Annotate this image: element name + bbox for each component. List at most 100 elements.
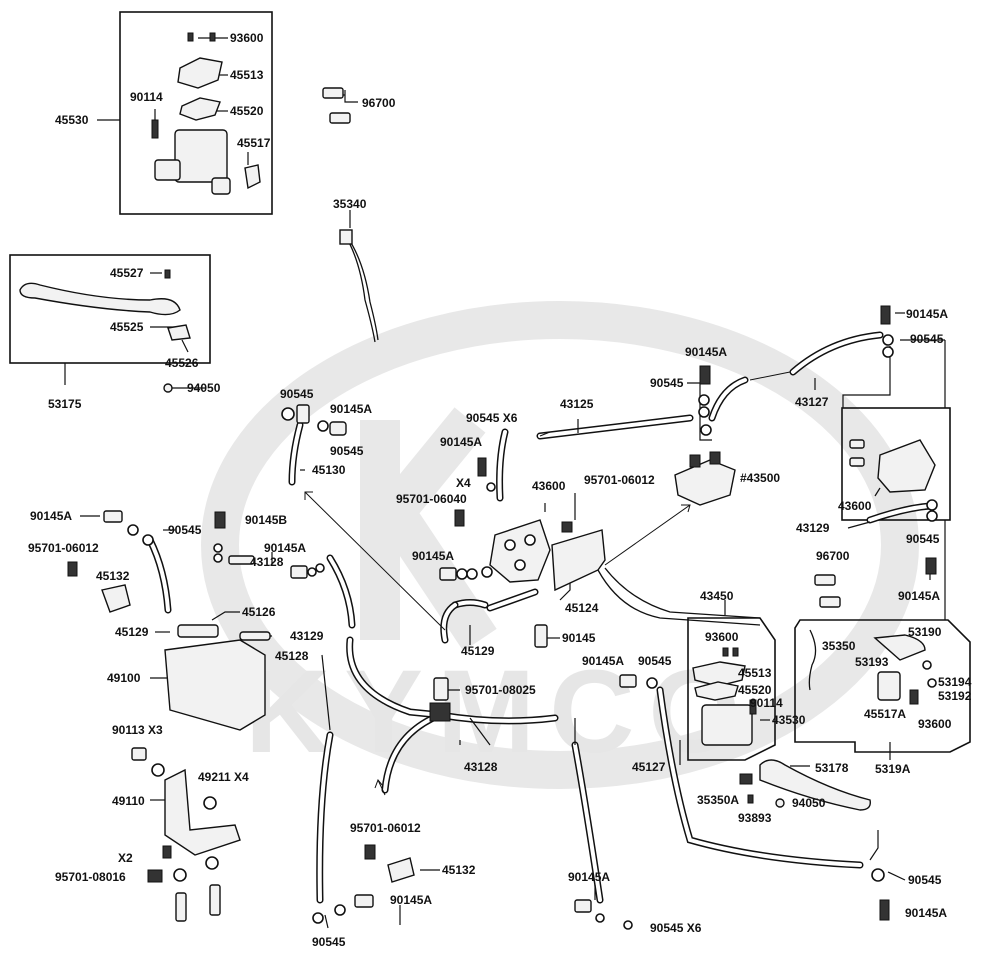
label-90545-tr: 90545 (910, 332, 944, 346)
label-43125: 43125 (560, 397, 594, 411)
brake-hoses (146, 331, 934, 904)
label-90545-a: 90545 (280, 387, 314, 401)
label-90545-b: 90545 (330, 444, 364, 458)
label-96700-right: 96700 (816, 549, 850, 563)
label-90145a-c: 90145A (685, 345, 727, 359)
label-90545-br: 90545 (908, 873, 942, 887)
label-45517-top: 45517 (237, 136, 271, 150)
label-45525: 45525 (110, 320, 144, 334)
label-53178: 53178 (815, 761, 849, 775)
bracket-49110 (131, 747, 241, 922)
label-90114-top: 90114 (130, 90, 163, 104)
label-90145-mid: 90145 (562, 631, 596, 645)
label-90145b: 90145B (245, 513, 287, 527)
label-43600-right: 43600 (838, 499, 872, 513)
label-94050-left: 94050 (187, 381, 221, 395)
label-93600-mid: 93600 (705, 630, 739, 644)
label-93600-right: 93600 (918, 717, 952, 731)
parking-lever-box (794, 619, 971, 753)
label-90545-right: 90545 (906, 532, 940, 546)
label-43450: 43450 (700, 589, 734, 603)
label-53190: 53190 (908, 625, 942, 639)
label-x2: X2 (118, 851, 133, 865)
label-49110: 49110 (112, 794, 145, 808)
label-45129-mid: 45129 (461, 644, 495, 658)
cables (344, 234, 817, 691)
label-45126: 45126 (242, 605, 276, 619)
brake-lever-53178 (759, 759, 871, 811)
modulator-43500 (674, 451, 736, 506)
label-90145a-br: 90145A (905, 906, 947, 920)
label-49100: 49100 (107, 671, 141, 685)
label-45129-left: 45129 (115, 625, 149, 639)
label-90545-low: 90545 (312, 935, 346, 949)
label-43129-left: 43129 (290, 629, 324, 643)
label-43530: 43530 (772, 713, 806, 727)
callout-labels: 93600 45513 90114 45520 45530 45517 9670… (28, 31, 972, 949)
label-5319a: 5319A (875, 762, 911, 776)
label-43600-mid: 43600 (532, 479, 566, 493)
label-45130: 45130 (312, 463, 346, 477)
label-53192: 53192 (938, 689, 972, 703)
label-45132-low: 45132 (442, 863, 476, 877)
label-90545-e: 90545 (638, 654, 672, 668)
label-95701-08016: 95701-08016 (55, 870, 126, 884)
label-93600-top: 93600 (230, 31, 264, 45)
label-90145a-e: 90145A (582, 654, 624, 668)
abs-valve-box (841, 407, 951, 521)
label-93893: 93893 (738, 811, 772, 825)
label-35350: 35350 (822, 639, 856, 653)
label-90145a-tr: 90145A (906, 307, 948, 321)
washers-45130 (281, 404, 347, 436)
label-43129-right: 43129 (796, 521, 830, 535)
label-90113-x3: 90113 X3 (112, 723, 163, 737)
label-95701-06012-left: 95701-06012 (28, 541, 99, 555)
label-95701-06012-low: 95701-06012 (350, 821, 421, 835)
abs-unit-49100 (164, 624, 271, 731)
label-94050-mid: 94050 (792, 796, 826, 810)
label-45517a: 45517A (864, 707, 906, 721)
label-43128-upper: 43128 (250, 555, 284, 569)
label-53193: 53193 (855, 655, 889, 669)
label-45513-mid: 45513 (738, 666, 772, 680)
label-45520-mid: 45520 (738, 683, 772, 697)
label-90145a-low: 90145A (390, 893, 432, 907)
master-cylinder-box (119, 11, 273, 215)
fittings-45127 (871, 868, 890, 921)
master-cylinder-assembly (151, 32, 261, 195)
label-90145a-mid2: 90145A (264, 541, 306, 555)
label-90545-c: 90545 (650, 376, 684, 390)
label-95701-06040: 95701-06040 (396, 492, 467, 506)
label-43128-lower: 43128 (464, 760, 498, 774)
rear-master-cylinder-43530 (619, 647, 757, 746)
bracket-45124 (551, 529, 606, 592)
label-90145a-d: 90145A (412, 549, 454, 563)
bolts-96700-right (814, 574, 841, 608)
label-95701-08025: 95701-08025 (465, 683, 536, 697)
label-53175: 53175 (48, 397, 82, 411)
bolts-96700-top (322, 87, 351, 124)
valve-body-43600-mid (439, 457, 573, 583)
label-x4-mid: X4 (456, 476, 471, 490)
label-45527: 45527 (110, 266, 144, 280)
label-45513-top: 45513 (230, 68, 264, 82)
parking-lever-5319a (873, 634, 937, 705)
label-90545x6-low: 90545 X6 (650, 921, 702, 935)
label-35340: 35340 (333, 197, 367, 211)
brake-lever-53175 (19, 269, 191, 341)
watermark-text: KYMCO (245, 646, 754, 778)
label-90145a-left: 90145A (30, 509, 72, 523)
fittings-43127 (880, 305, 894, 358)
fittings-45132 (67, 510, 325, 613)
label-53194: 53194 (938, 675, 972, 689)
nut-94050-left (163, 383, 173, 393)
label-90145a-b: 90145A (440, 435, 482, 449)
label-90145a-right: 90145A (898, 589, 940, 603)
small-parts-bottom-right (739, 773, 785, 808)
label-49211-x4: 49211 X4 (198, 770, 249, 784)
joint-45128 (429, 677, 451, 722)
label-35350a: 35350A (697, 793, 739, 807)
label-90114-mid: 90114 (750, 696, 783, 710)
